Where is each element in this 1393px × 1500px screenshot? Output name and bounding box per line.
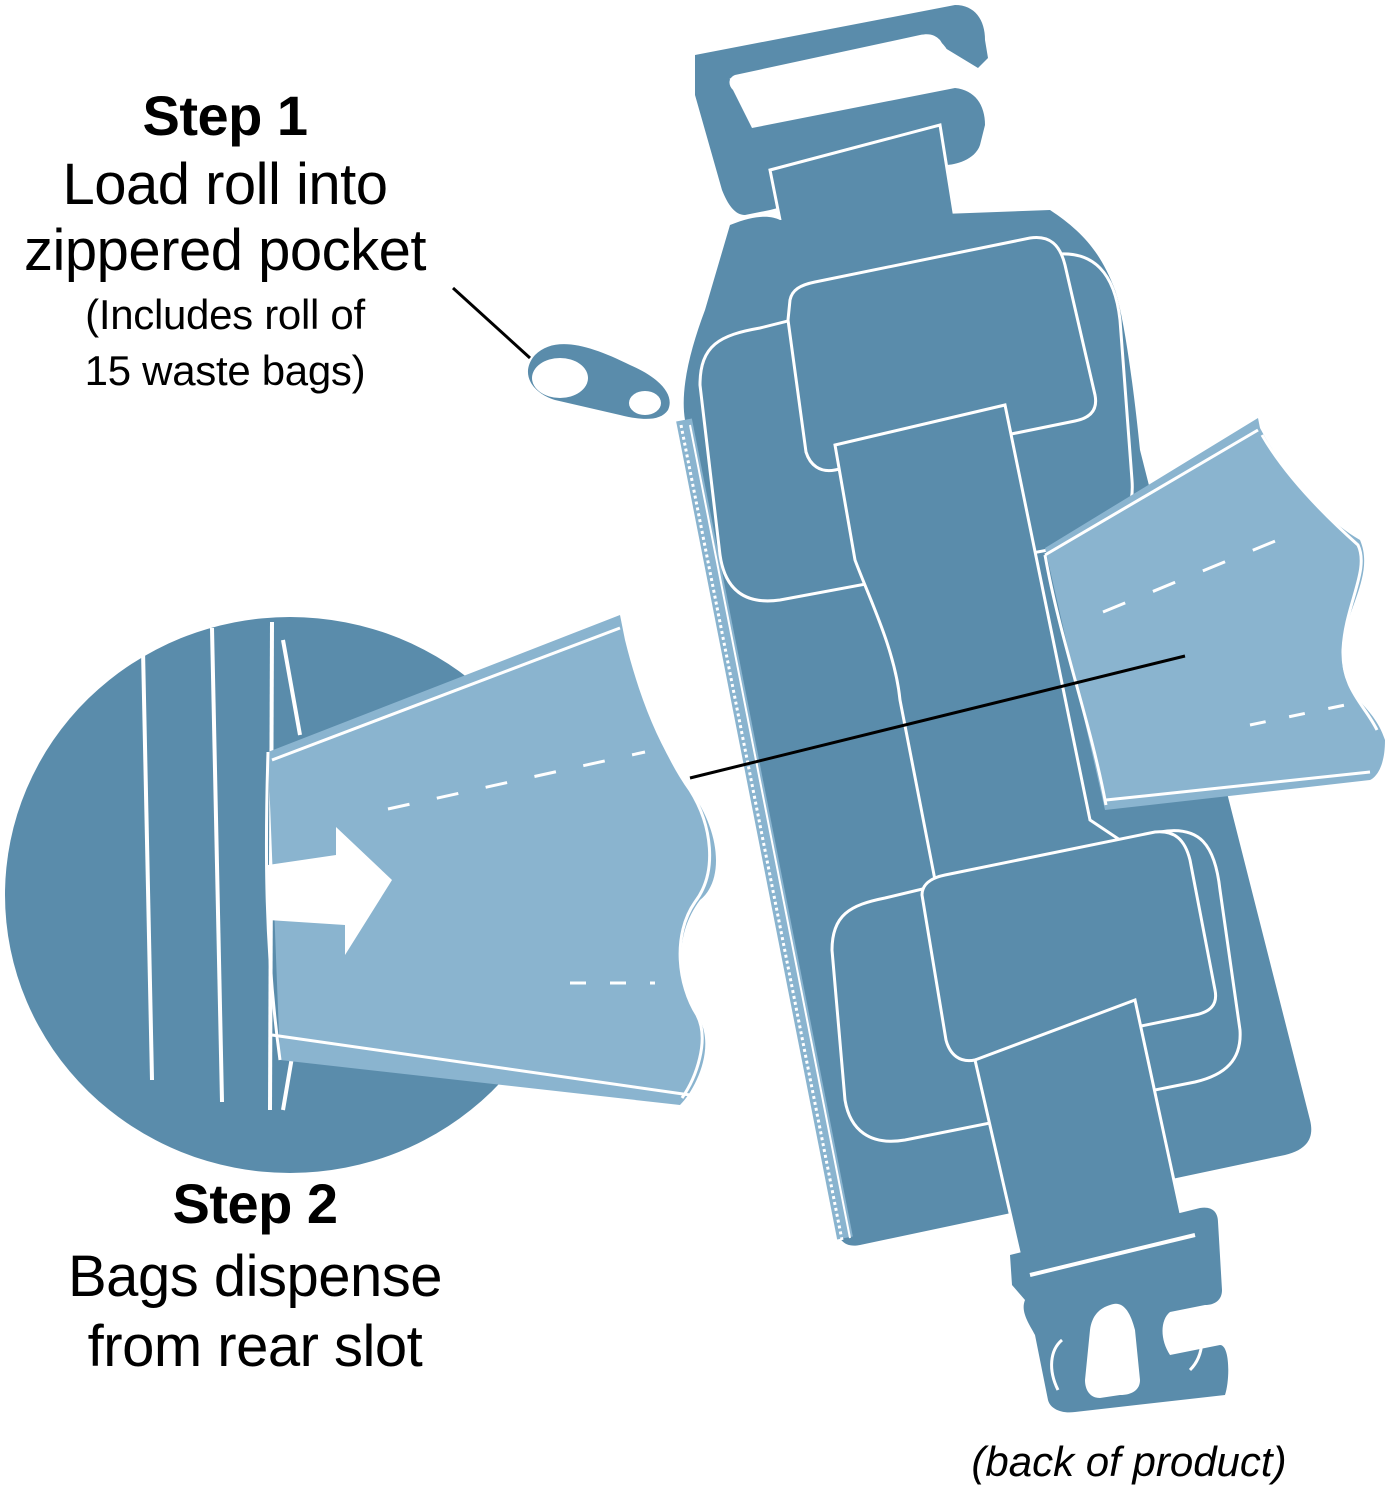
bottom-hook-clip-icon bbox=[1010, 1207, 1229, 1413]
bag-roll-right bbox=[1043, 418, 1385, 810]
step-2-label: Step 2 Bags dispense from rear slot bbox=[20, 1176, 490, 1382]
step-2-title: Step 2 bbox=[172, 1172, 338, 1235]
step-1-line-1: Load roll into bbox=[62, 152, 388, 217]
step-2-line-2: from rear slot bbox=[87, 1314, 423, 1379]
back-of-product-caption: (back of product) bbox=[971, 1438, 1287, 1485]
step-1-note-line-1: (Includes roll of bbox=[85, 291, 365, 338]
step-1-note-line-2: 15 waste bags) bbox=[84, 347, 366, 394]
dispenser-body bbox=[676, 5, 1312, 1413]
right-arrow-icon bbox=[268, 827, 392, 955]
step-1-label: Step 1 Load roll into zippered pocket (I… bbox=[0, 88, 450, 396]
step-2-line-1: Bags dispense bbox=[68, 1244, 442, 1309]
bag-roll-left bbox=[264, 615, 717, 1105]
zipper-pull-icon bbox=[527, 344, 670, 419]
leader-lines bbox=[451, 286, 1186, 780]
step-1-line-2: zippered pocket bbox=[24, 218, 426, 283]
step-1-title: Step 1 bbox=[142, 84, 308, 147]
